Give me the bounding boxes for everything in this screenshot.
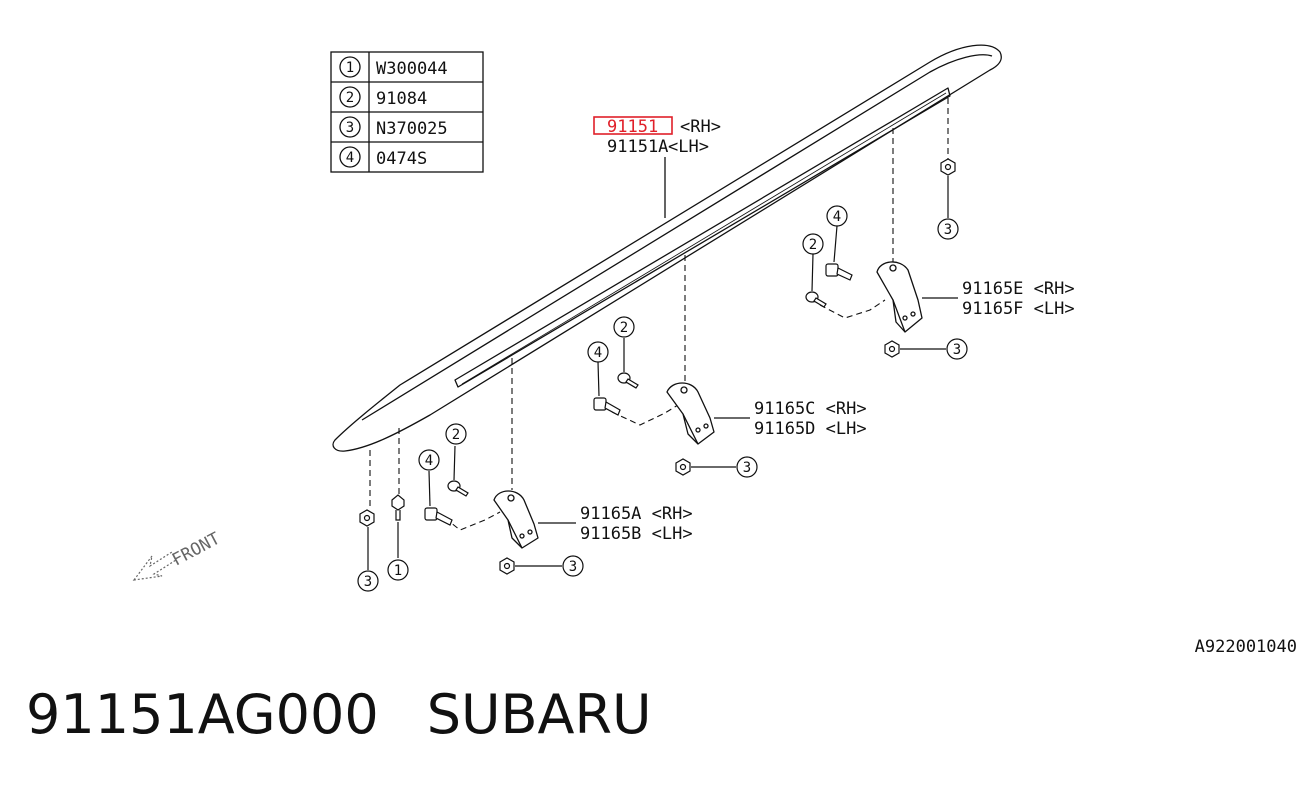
mount-dash-lines — [369, 98, 949, 531]
callout-3-top: 3 — [944, 222, 952, 238]
bracket-ab-lh: 91165B <LH> — [580, 524, 693, 544]
bracket-c-d — [666, 382, 715, 445]
callout-4-ab: 4 — [425, 453, 433, 469]
bracket-a-b — [493, 490, 539, 549]
bracket-cd-rh: 91165C <RH> — [754, 399, 867, 419]
bolt-icons — [424, 263, 853, 526]
callout-4-cd: 4 — [594, 345, 602, 361]
legend-num-3: 3 — [346, 120, 354, 136]
roof-rail-drawing — [332, 44, 1002, 452]
callout-2-ab: 2 — [452, 427, 460, 443]
nut-icons — [359, 158, 956, 575]
callout-3-cd: 3 — [743, 460, 751, 476]
legend-num-1: 1 — [346, 60, 354, 76]
legend-num-4: 4 — [346, 150, 354, 166]
legend-code-2: 91084 — [376, 89, 427, 109]
clip-icons — [391, 291, 827, 521]
highlighted-part-number: 91151 — [607, 117, 658, 137]
footer-title: 91151AG000 SUBARU — [26, 683, 652, 746]
part-highlight-box — [593, 116, 673, 135]
callout-3-left: 3 — [364, 574, 372, 590]
bracket-ab-rh: 91165A <RH> — [580, 504, 693, 524]
legend-table — [330, 51, 484, 173]
bracket-ef-lh: 91165F <LH> — [962, 299, 1075, 319]
rail-lh-code: 91151A — [607, 137, 668, 157]
footer-brand: SUBARU — [426, 683, 652, 746]
front-arrow-icon — [132, 551, 177, 581]
callout-4-ef: 4 — [833, 209, 841, 225]
legend-code-4: 0474S — [376, 149, 427, 169]
fastener-leader-lines — [397, 225, 838, 558]
diagram-code: A922001040 — [1195, 637, 1297, 657]
callout-3-ef: 3 — [953, 342, 961, 358]
callout-3-ab: 3 — [569, 559, 577, 575]
callout-2-cd: 2 — [620, 320, 628, 336]
legend-code-3: N370025 — [376, 119, 448, 139]
rail-lh-tag: <LH> — [668, 137, 709, 157]
bracket-ef-rh: 91165E <RH> — [962, 279, 1075, 299]
callout-2-ef: 2 — [809, 237, 817, 253]
rail-rh-tag: <RH> — [680, 117, 721, 137]
front-label: FRONT — [169, 529, 224, 571]
nut-leader-lines — [367, 176, 949, 570]
callout-circles — [357, 205, 968, 592]
legend-num-2: 2 — [346, 90, 354, 106]
legend-code-1: W300044 — [376, 59, 448, 79]
footer-part-number: 91151AG000 — [26, 683, 379, 746]
bracket-cd-lh: 91165D <LH> — [754, 419, 867, 439]
callout-1: 1 — [394, 563, 402, 579]
bracket-e-f — [876, 261, 923, 333]
